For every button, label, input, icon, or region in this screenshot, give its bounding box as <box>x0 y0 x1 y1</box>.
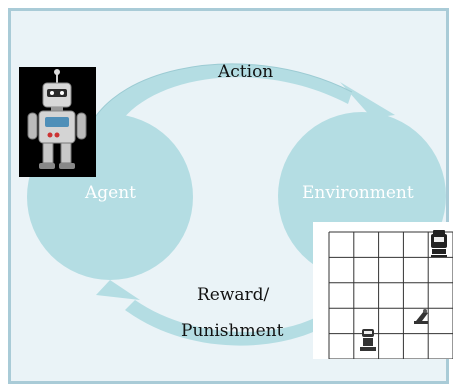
grid-world-canvas <box>328 230 453 360</box>
robot-arm-icon <box>414 309 428 324</box>
agent-label: Agent <box>85 183 136 203</box>
action-label: Action <box>218 62 274 82</box>
grid-world <box>313 222 453 360</box>
reward-label: Reward/ <box>197 285 270 305</box>
punishment-label: Punishment <box>181 321 284 341</box>
grid-lines <box>328 231 453 360</box>
robot-bottom-icon <box>360 329 376 351</box>
robot-cell-icon <box>431 230 447 257</box>
reward-arrow <box>96 280 362 346</box>
robot-image <box>19 67 96 177</box>
environment-label: Environment <box>302 183 414 203</box>
robot-icon <box>27 69 87 169</box>
